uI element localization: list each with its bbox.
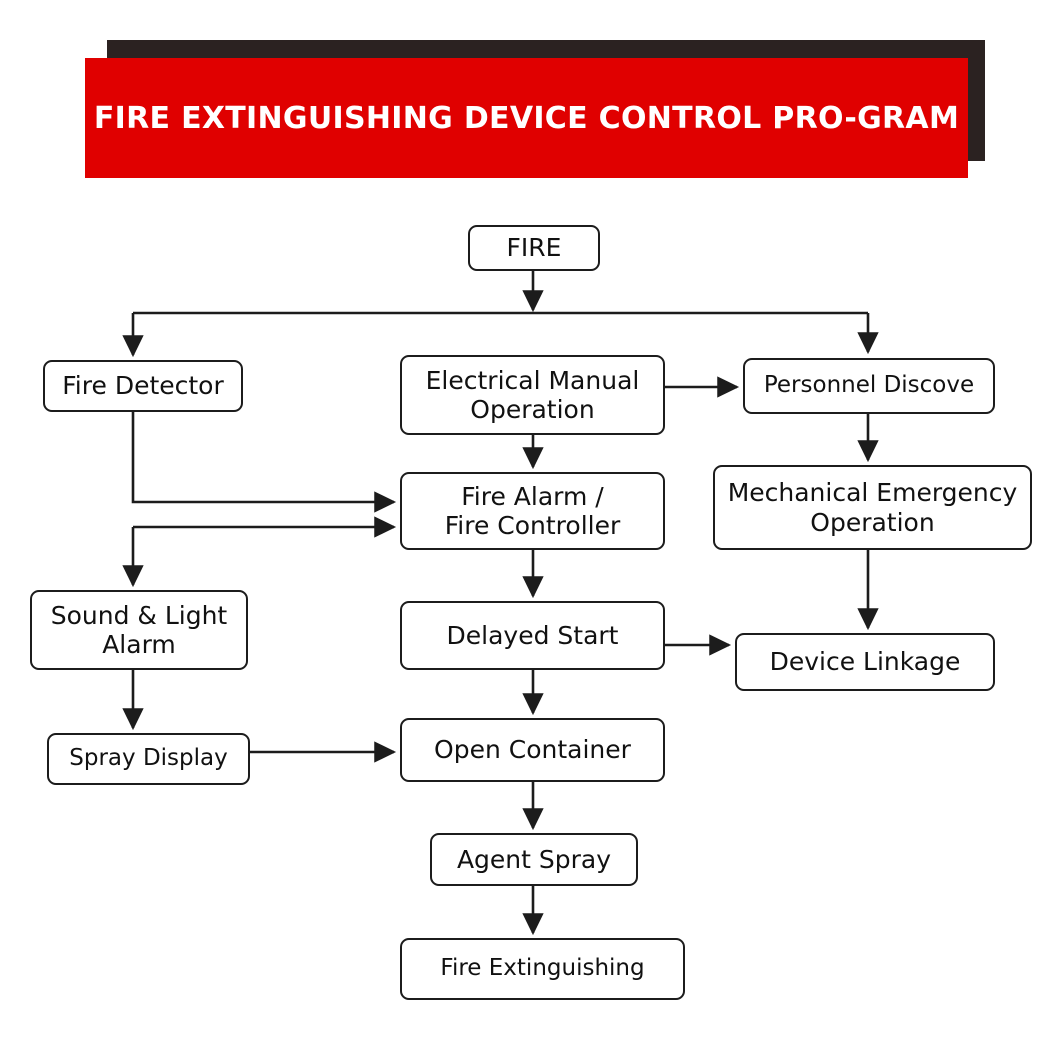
node-spray-display[interactable]: Spray Display [47, 733, 250, 785]
node-fire-alarm-controller[interactable]: Fire Alarm /Fire Controller [400, 472, 665, 550]
header-banner-plate [85, 58, 968, 178]
edge-detector-to-alarm [131, 412, 397, 513]
node-device-linkage[interactable]: Device Linkage [735, 633, 995, 691]
header-banner: FIRE EXTINGUISHING DEVICE CONTROL PRO-GR… [0, 0, 1060, 200]
node-agent-spray[interactable]: Agent Spray [430, 833, 638, 886]
node-fire[interactable]: FIRE [468, 225, 600, 271]
page-title: FIRE EXTINGUISHING DEVICE CONTROL PRO-GR… [93, 100, 960, 136]
node-fire-extinguishing[interactable]: Fire Extinguishing [400, 938, 685, 1000]
node-delayed-start[interactable]: Delayed Start [400, 601, 665, 670]
node-open-container[interactable]: Open Container [400, 718, 665, 782]
node-fire-detector[interactable]: Fire Detector [43, 360, 243, 412]
node-personnel-discove[interactable]: Personnel Discove [743, 358, 995, 414]
